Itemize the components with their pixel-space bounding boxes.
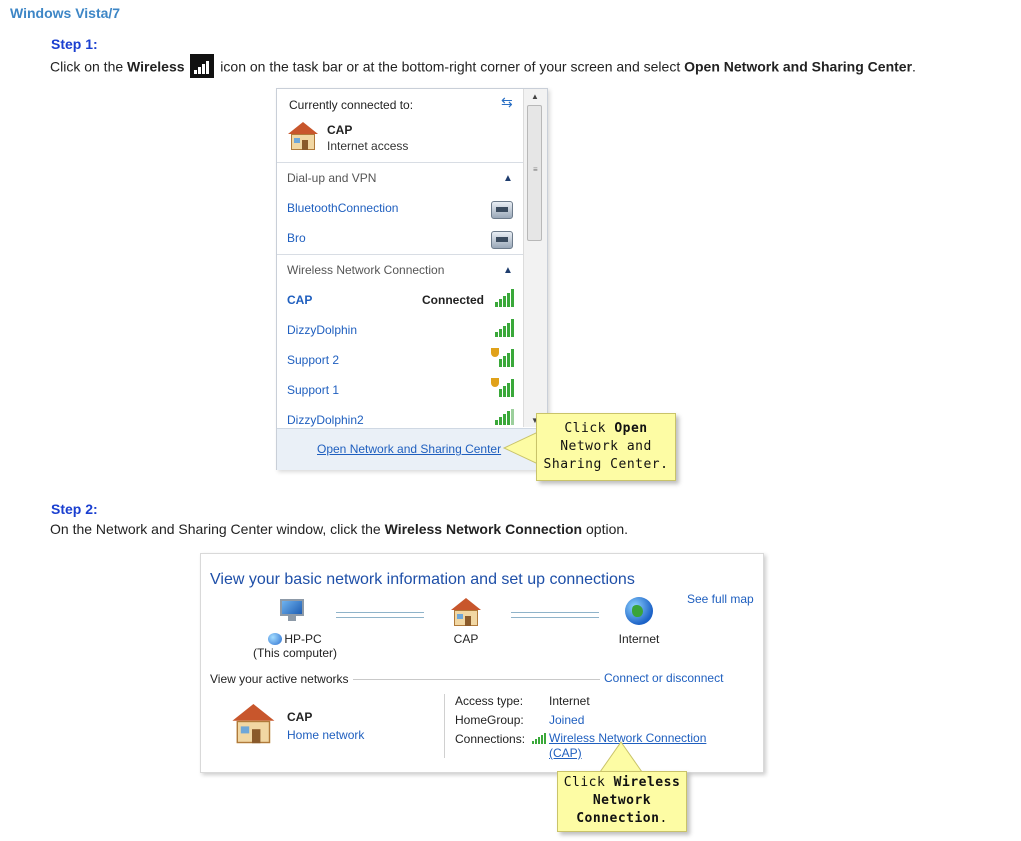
wireless-item[interactable]: Support 2 [287,353,340,367]
signal-bars-icon [491,289,515,307]
popup-footer: Open Network and Sharing Center [277,428,546,470]
step1-text-1: Click on the [50,58,128,75]
access-type-label: Access type: [455,694,524,708]
connection-link-line-1[interactable]: Wireless Network Connection [549,731,707,745]
house-icon [450,598,482,628]
homegroup-joined-link[interactable]: Joined [549,713,585,727]
network-sharing-center: View your basic network information and … [200,553,764,773]
scroll-thumb[interactable]: ≡ [527,105,542,241]
open-network-sharing-center-link[interactable]: Open Network and Sharing Center [317,442,502,456]
network-icon [268,633,283,645]
connect-disconnect-link[interactable]: Connect or disconnect [604,671,724,685]
shield-warning-icon [491,378,499,387]
current-network-name: CAP [327,123,353,137]
signal-bars-icon [491,378,515,397]
network-popup: Currently connected to: ⇆ CAP Internet a… [276,88,548,470]
see-full-map-link[interactable]: See full map [687,592,754,606]
callout-wireless-connection: Click Wireless Network Connection. [557,771,687,832]
computer-name: HP-PC [284,632,322,646]
divider [353,679,600,680]
callout2-bold-1: Wireless [613,775,681,790]
divider [277,162,523,163]
divider [444,694,445,758]
network-name: CAP [453,632,479,646]
house-icon [231,704,276,746]
active-network-name: CAP [287,710,313,724]
step1-text-3: . [912,58,916,75]
nsc-title: View your basic network information and … [210,571,635,588]
callout1-text-1: Click [564,421,615,436]
scroll-up-icon[interactable]: ▲ [531,92,539,101]
callout2-bold-3: Connection [576,811,660,826]
wireless-item[interactable]: DizzyDolphin2 [287,413,364,427]
home-network-link[interactable]: Home network [287,728,365,742]
step2-title: Step 2: [51,501,98,517]
wireless-item[interactable]: CAP [287,293,313,307]
wireless-item[interactable]: Support 1 [287,383,340,397]
step1-bold-wireless: Wireless [127,58,185,75]
refresh-icon[interactable]: ⇆ [501,94,513,110]
signal-bars-icon [491,409,515,425]
globe-icon [625,597,653,625]
current-network-status: Internet access [327,139,409,153]
wireless-network-connection-link[interactable]: Wireless Network Connection (CAP) [549,731,706,761]
dialup-item[interactable]: Bro [287,231,306,245]
internet-label: Internet [618,632,660,646]
house-icon [287,122,319,152]
step2-bold-wnc: Wireless Network Connection [384,521,583,537]
popup-header: Currently connected to: [289,98,414,112]
access-type-value: Internet [549,694,590,708]
callout1-text-2: Network and [560,439,652,454]
shield-warning-icon [491,348,499,357]
connections-label: Connections: [455,732,526,746]
scroll-down-icon[interactable]: ▼ [531,416,539,425]
step1-title: Step 1: [51,36,98,52]
callout-pointer [599,741,643,773]
callout2-text-1: Click [563,775,614,790]
group-dialup-vpn[interactable]: Dial-up and VPN [287,171,377,185]
callout2-text-2: . [659,811,668,826]
callout1-bold: Open [614,421,648,436]
step1-instructions: Click on the Wireless icon on the task b… [50,54,916,80]
chevron-up-icon[interactable]: ▲ [503,265,513,276]
step2-instructions: On the Network and Sharing Center window… [50,521,628,537]
chevron-up-icon[interactable]: ▲ [503,173,513,184]
callout-open-nsc: Click Open Network and Sharing Center. [536,413,676,481]
computer-icon [277,599,307,623]
group-wireless[interactable]: Wireless Network Connection [287,263,445,277]
dialup-item[interactable]: BluetoothConnection [287,201,399,215]
signal-bars-icon [491,319,515,337]
wireless-item[interactable]: DizzyDolphin [287,323,358,337]
step1-bold-open-nsc: Open Network and Sharing Center [684,58,913,75]
active-networks-heading: View your active networks [210,672,349,686]
signal-bars-icon [491,348,515,367]
step1-text-2: icon on the task bar or at the bottom-ri… [216,58,685,75]
step2-text-2: option. [582,521,629,537]
computer-caption: HP-PC (This computer) [249,632,341,660]
signal-bars-icon [532,733,546,744]
section-title: Windows Vista/7 [10,5,121,21]
computer-sub: (This computer) [252,646,338,660]
connected-label: Connected [422,293,485,307]
wireless-signal-icon [190,54,215,78]
popup-scrollbar[interactable]: ▲ ≡ ▼ [523,89,547,427]
modem-icon [491,201,513,219]
step2-text-1: On the Network and Sharing Center window… [50,521,385,537]
callout1-text-3: Sharing Center. [543,457,669,472]
divider [277,254,523,255]
homegroup-label: HomeGroup: [455,713,524,727]
map-link-line [336,612,424,618]
map-link-line [511,612,599,618]
callout-pointer [502,431,539,465]
callout2-bold-2: Network [592,793,652,808]
connection-link-line-2[interactable]: (CAP) [549,746,582,760]
modem-icon [491,231,513,249]
